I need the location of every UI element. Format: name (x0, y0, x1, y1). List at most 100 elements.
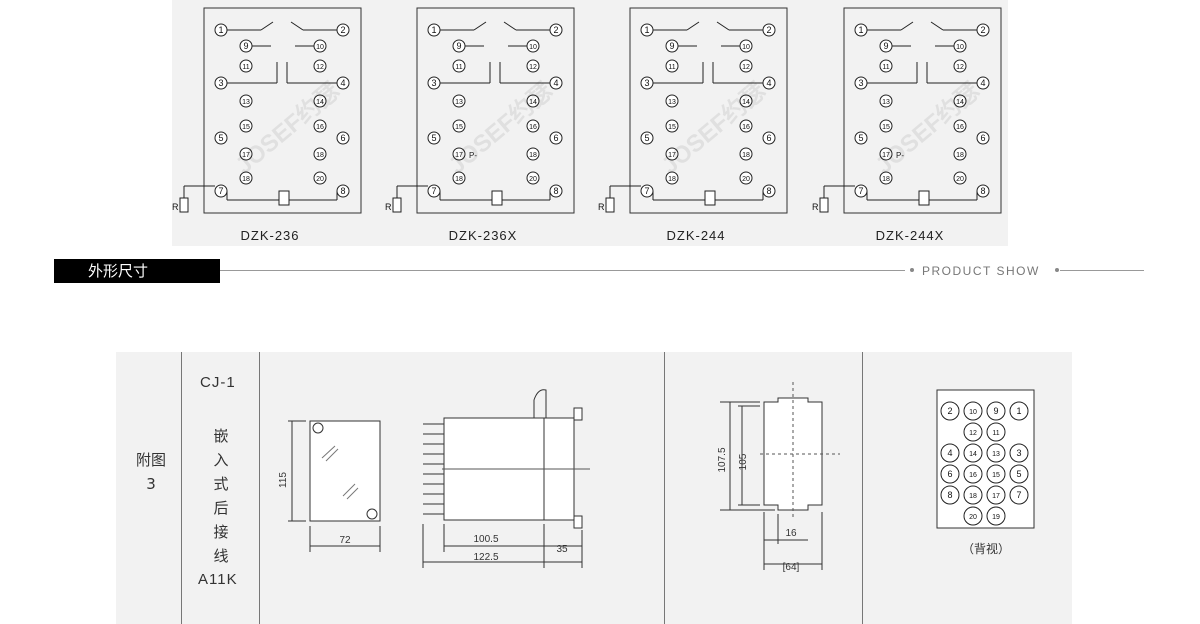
svg-text:4: 4 (340, 78, 345, 88)
svg-text:11: 11 (455, 64, 462, 71)
mount-description: 嵌入式后接线 (213, 427, 229, 565)
terminal-10: 10 (739, 39, 753, 53)
terminal-1: 1 (427, 23, 441, 37)
terminal-9: 9 (665, 39, 679, 53)
terminal-14: 14 (313, 94, 327, 108)
svg-text:5: 5 (431, 133, 436, 143)
svg-text:18: 18 (882, 176, 890, 183)
svg-text:16: 16 (742, 124, 750, 131)
svg-text:12: 12 (316, 64, 324, 71)
table-divider (259, 352, 260, 624)
svg-text:17: 17 (882, 152, 890, 159)
model-label: DZK-236 (240, 228, 299, 243)
svg-text:10: 10 (316, 44, 324, 51)
svg-text:14: 14 (529, 99, 537, 106)
terminal-8: 8 (976, 184, 990, 198)
terminal-14: 14 (953, 94, 967, 108)
section-rule-right (1060, 270, 1144, 271)
terminal-5: 5 (854, 131, 868, 145)
svg-text:6: 6 (766, 133, 771, 143)
svg-text:12: 12 (742, 64, 750, 71)
svg-text:14: 14 (956, 99, 964, 106)
svg-text:11: 11 (242, 64, 249, 71)
svg-text:18: 18 (529, 152, 537, 159)
model-label: DZK-244X (876, 228, 945, 243)
wiring-diagram-panel (172, 0, 1008, 246)
svg-text:13: 13 (882, 99, 890, 106)
svg-text:7: 7 (431, 186, 436, 196)
svg-text:8: 8 (980, 186, 985, 196)
svg-text:5: 5 (858, 133, 863, 143)
terminal-12: 12 (313, 59, 327, 73)
svg-text:18: 18 (956, 152, 964, 159)
svg-text:11: 11 (668, 64, 675, 71)
svg-text:17: 17 (668, 152, 676, 159)
svg-text:2: 2 (340, 25, 345, 35)
svg-text:2: 2 (980, 25, 985, 35)
terminal-2: 2 (976, 23, 990, 37)
terminal-14: 14 (739, 94, 753, 108)
section-title: 外形尺寸 (54, 259, 220, 283)
svg-text:4: 4 (980, 78, 985, 88)
svg-text:13: 13 (242, 99, 250, 106)
svg-text:15: 15 (882, 124, 890, 131)
svg-text:6: 6 (980, 133, 985, 143)
terminal-1: 1 (214, 23, 228, 37)
terminal-15: 15 (239, 119, 253, 133)
terminal-15: 15 (879, 119, 893, 133)
svg-text:12: 12 (529, 64, 537, 71)
divider-dot-right (1055, 268, 1059, 272)
terminal-8: 8 (762, 184, 776, 198)
svg-text:14: 14 (316, 99, 324, 106)
terminal-17: 17 (665, 147, 679, 161)
terminal-6: 6 (549, 131, 563, 145)
svg-text:9: 9 (243, 41, 248, 51)
terminal-11: 11 (879, 59, 893, 73)
terminal-11: 11 (239, 59, 253, 73)
terminal-13: 13 (665, 94, 679, 108)
terminal-20: 20 (313, 171, 327, 185)
terminal-18: 18 (665, 171, 679, 185)
terminal-16: 16 (953, 119, 967, 133)
svg-text:7: 7 (644, 186, 649, 196)
terminal-20: 20 (953, 171, 967, 185)
terminal-17: 17 (879, 147, 893, 161)
svg-text:7: 7 (218, 186, 223, 196)
terminal-18: 18 (526, 147, 540, 161)
terminal-7: 7 (214, 184, 228, 198)
terminal-17: 17 (239, 147, 253, 161)
svg-text:20: 20 (529, 176, 537, 183)
appendix-label: 附图3 (136, 451, 167, 493)
svg-text:18: 18 (742, 152, 750, 159)
svg-text:11: 11 (882, 64, 889, 71)
terminal-18: 18 (739, 147, 753, 161)
svg-text:1: 1 (218, 25, 223, 35)
svg-text:20: 20 (956, 176, 964, 183)
terminal-10: 10 (953, 39, 967, 53)
terminal-2: 2 (549, 23, 563, 37)
terminal-18: 18 (313, 147, 327, 161)
terminal-9: 9 (452, 39, 466, 53)
resistor-label: R (598, 202, 605, 212)
svg-text:3: 3 (858, 78, 863, 88)
terminal-13: 13 (879, 94, 893, 108)
terminal-10: 10 (313, 39, 327, 53)
svg-text:15: 15 (668, 124, 676, 131)
terminal-16: 16 (526, 119, 540, 133)
svg-text:13: 13 (455, 99, 463, 106)
model-code: CJ-1 (200, 374, 236, 391)
svg-text:4: 4 (553, 78, 558, 88)
terminal-5: 5 (214, 131, 228, 145)
terminal-3: 3 (214, 76, 228, 90)
terminal-11: 11 (452, 59, 466, 73)
terminal-12: 12 (953, 59, 967, 73)
svg-text:5: 5 (218, 133, 223, 143)
svg-text:3: 3 (218, 78, 223, 88)
svg-text:17: 17 (455, 152, 463, 159)
model-label: DZK-236X (449, 228, 518, 243)
svg-text:3: 3 (644, 78, 649, 88)
svg-text:10: 10 (742, 44, 750, 51)
